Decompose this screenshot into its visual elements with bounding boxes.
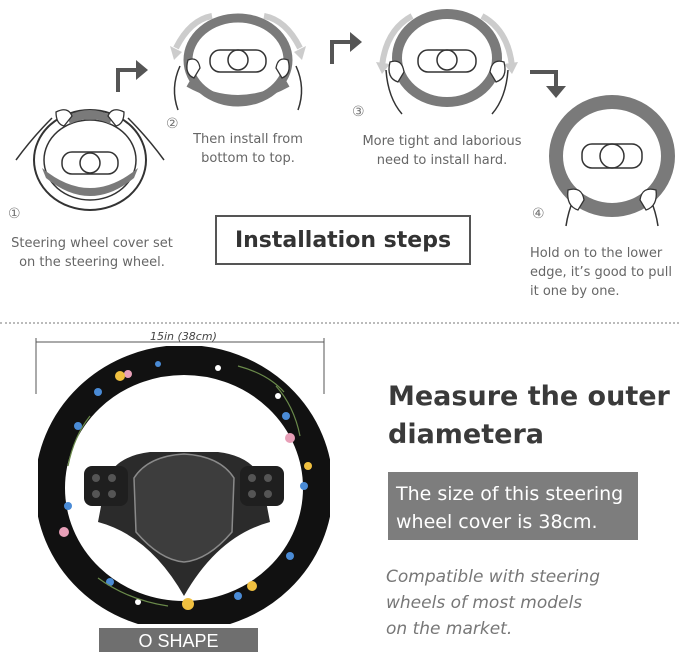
step4-text-line3: it one by one. [530, 284, 620, 299]
step1-illustration [15, 109, 165, 211]
step1-text: Steering wheel cover set on the steering… [2, 234, 182, 272]
measure-headline: Measure the outer diametera [388, 378, 670, 454]
installation-title-box: Installation steps [215, 215, 471, 265]
step2-number: ② [166, 116, 179, 132]
arrow-right-up-icon [330, 32, 362, 64]
dimension-label: 15in (38cm) [150, 330, 217, 343]
step3-illustration [376, 9, 518, 115]
size-note-line2: wheel cover is 38cm. [396, 511, 598, 533]
step1-text-line2: on the steering wheel. [19, 255, 165, 270]
step2-text: Then install from bottom to top. [178, 130, 318, 168]
compatibility-note: Compatible with steering wheels of most … [386, 564, 600, 642]
step4-text-line1: Hold on to the lower [530, 246, 663, 261]
step1-number: ① [8, 206, 21, 222]
headline-line1: Measure the outer [388, 381, 670, 412]
step4-text: Hold on to the lower edge, it’s good to … [530, 244, 676, 301]
step4-text-line2: edge, it’s good to pull [530, 265, 672, 280]
step4-illustration [549, 95, 675, 227]
step2-text-line2: bottom to top. [201, 151, 295, 166]
arrow-right-down-icon [530, 70, 566, 98]
step3-text: More tight and laborious need to install… [352, 132, 532, 170]
step3-text-line2: need to install hard. [376, 153, 508, 168]
arrow-right-up-icon [116, 60, 148, 92]
headline-line2: diametera [388, 419, 545, 450]
size-note-line1: The size of this steering [396, 483, 624, 505]
step2-illustration [170, 13, 306, 111]
step3-text-line1: More tight and laborious [362, 134, 522, 149]
step3-number: ③ [352, 104, 365, 120]
compat-line3: on the market. [386, 619, 513, 639]
floral-steering-wheel-image [38, 346, 330, 624]
dimension-line [35, 338, 325, 394]
step4-number: ④ [532, 206, 545, 222]
step1-text-line1: Steering wheel cover set [11, 236, 173, 251]
compat-line1: Compatible with steering [386, 567, 600, 587]
size-note-box: The size of this steering wheel cover is… [388, 472, 638, 540]
shape-label: O SHAPE [99, 628, 258, 652]
section-divider [0, 322, 679, 324]
step2-text-line1: Then install from [193, 132, 303, 147]
compat-line2: wheels of most models [386, 593, 583, 613]
